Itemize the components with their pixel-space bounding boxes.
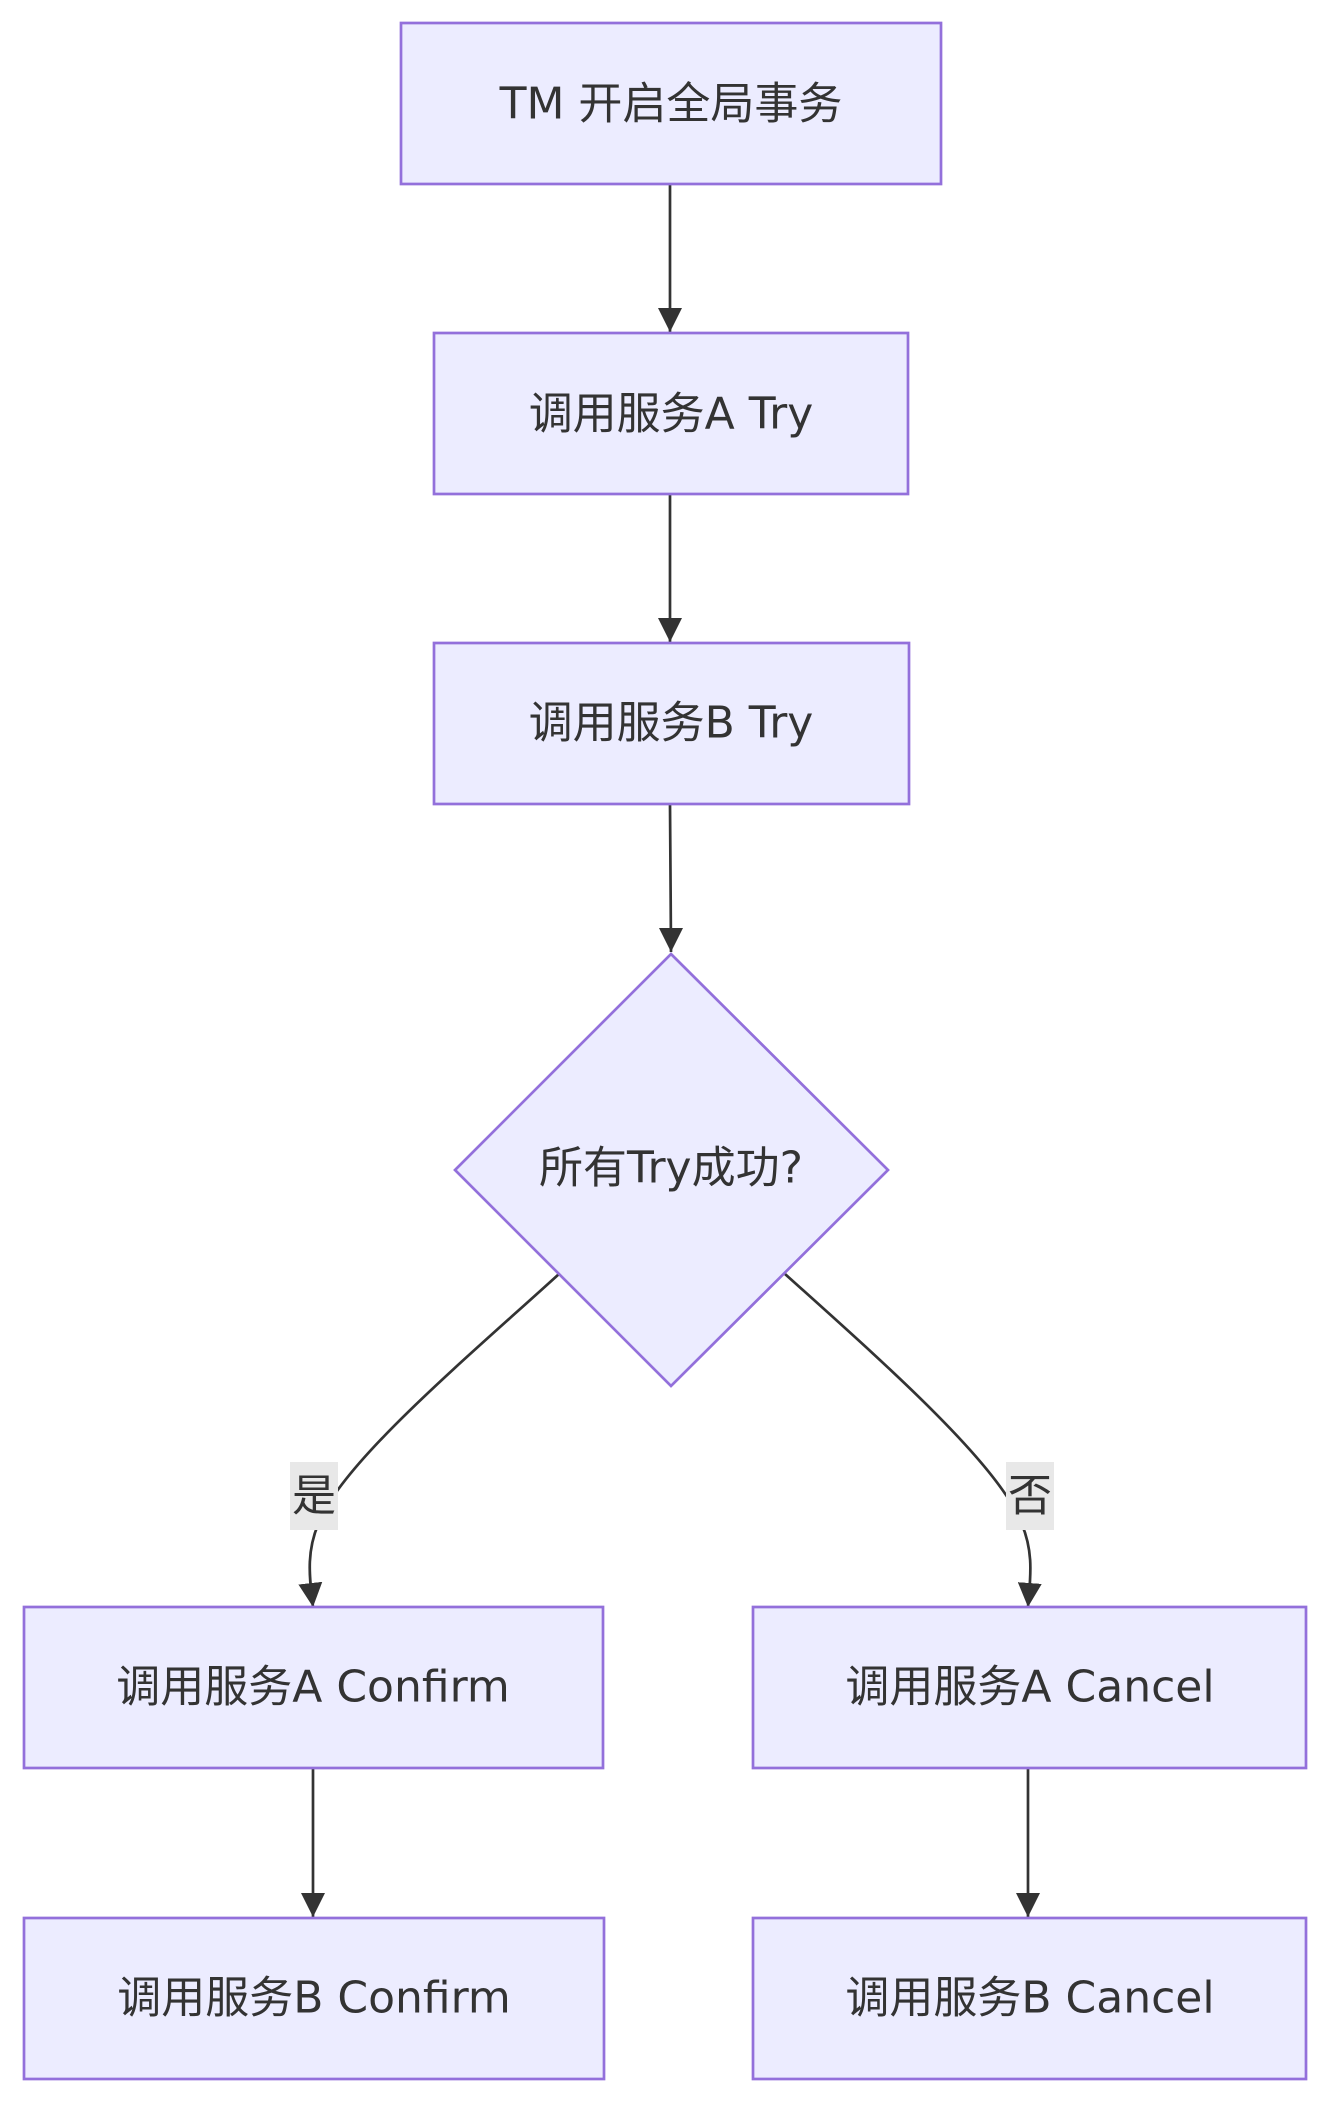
edge-decision-to-confirm-a — [298, 1273, 560, 1608]
edge-label-yes-text: 是 — [292, 1471, 336, 1522]
node-start: TM 开启全局事务 — [399, 21, 943, 186]
node-cancel-b: 调用服务B Cancel — [751, 1916, 1308, 2081]
node-try-a-label: 调用服务A Try — [529, 389, 814, 440]
node-confirm-b: 调用服务B Confirm — [22, 1916, 606, 2081]
edge-label-yes: 是 — [290, 1462, 338, 1530]
node-decision-label: 所有Try成功? — [539, 1143, 803, 1194]
node-start-label: TM 开启全局事务 — [499, 79, 843, 130]
edge-decision-to-cancel-a — [784, 1272, 1042, 1608]
node-confirm-a: 调用服务A Confirm — [22, 1605, 605, 1770]
node-try-a: 调用服务A Try — [432, 331, 910, 496]
node-confirm-a-label: 调用服务A Confirm — [116, 1662, 510, 1713]
node-cancel-a-label: 调用服务A Cancel — [845, 1662, 1214, 1713]
edge-try-b-to-decision — [658, 804, 683, 953]
edge-label-no-text: 否 — [1008, 1471, 1052, 1522]
edge-label-no: 否 — [1006, 1462, 1054, 1530]
node-try-b: 调用服务B Try — [432, 641, 911, 806]
node-try-b-label: 调用服务B Try — [529, 698, 814, 749]
node-confirm-b-label: 调用服务B Confirm — [117, 1973, 511, 2024]
node-cancel-b-label: 调用服务B Cancel — [845, 1973, 1214, 2024]
node-cancel-a: 调用服务A Cancel — [751, 1605, 1308, 1770]
node-decision: 所有Try成功? — [453, 952, 890, 1388]
